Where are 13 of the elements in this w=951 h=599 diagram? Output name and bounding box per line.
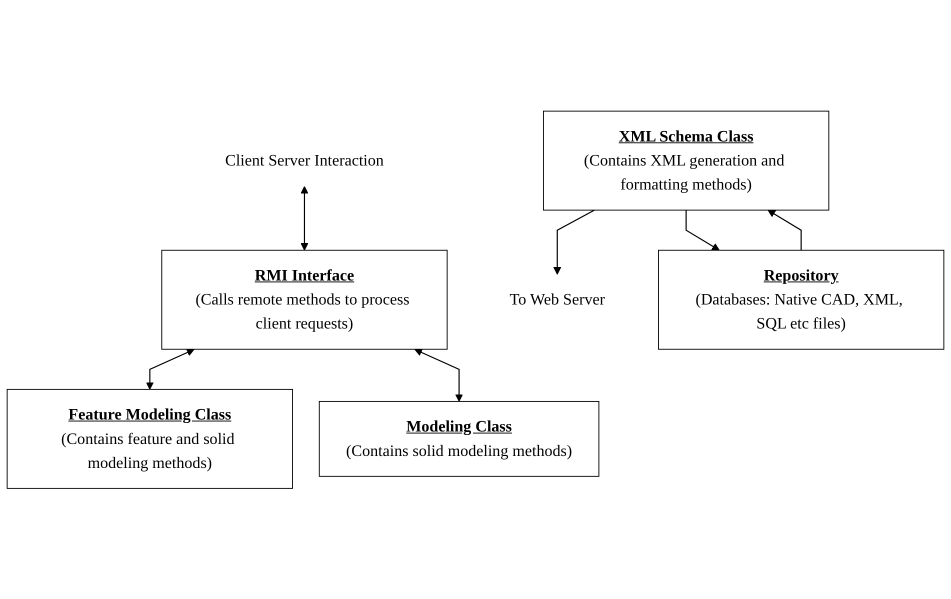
node-box: Feature Modeling Class (Contains feature and solid modeling methods) <box>6 388 293 489</box>
node-box: XML Schema Class (Contains XML generation and formatting methods) <box>542 110 830 210</box>
node-box: Modeling Class (Contains solid modeling methods) <box>318 400 600 477</box>
arrow <box>768 210 802 250</box>
node-text: Client Server Interaction <box>225 151 384 169</box>
node-text: To Web Server <box>510 290 605 308</box>
arrow <box>553 209 595 274</box>
arrow <box>300 186 308 250</box>
node-box: RMI Interface (Calls remote methods to process client requests) <box>161 250 448 350</box>
node-box: Repository (Databases: Native CAD, XML, SQL etc files) <box>658 250 944 350</box>
arrow <box>146 348 194 390</box>
arrow <box>414 348 463 402</box>
arrow <box>686 210 720 250</box>
